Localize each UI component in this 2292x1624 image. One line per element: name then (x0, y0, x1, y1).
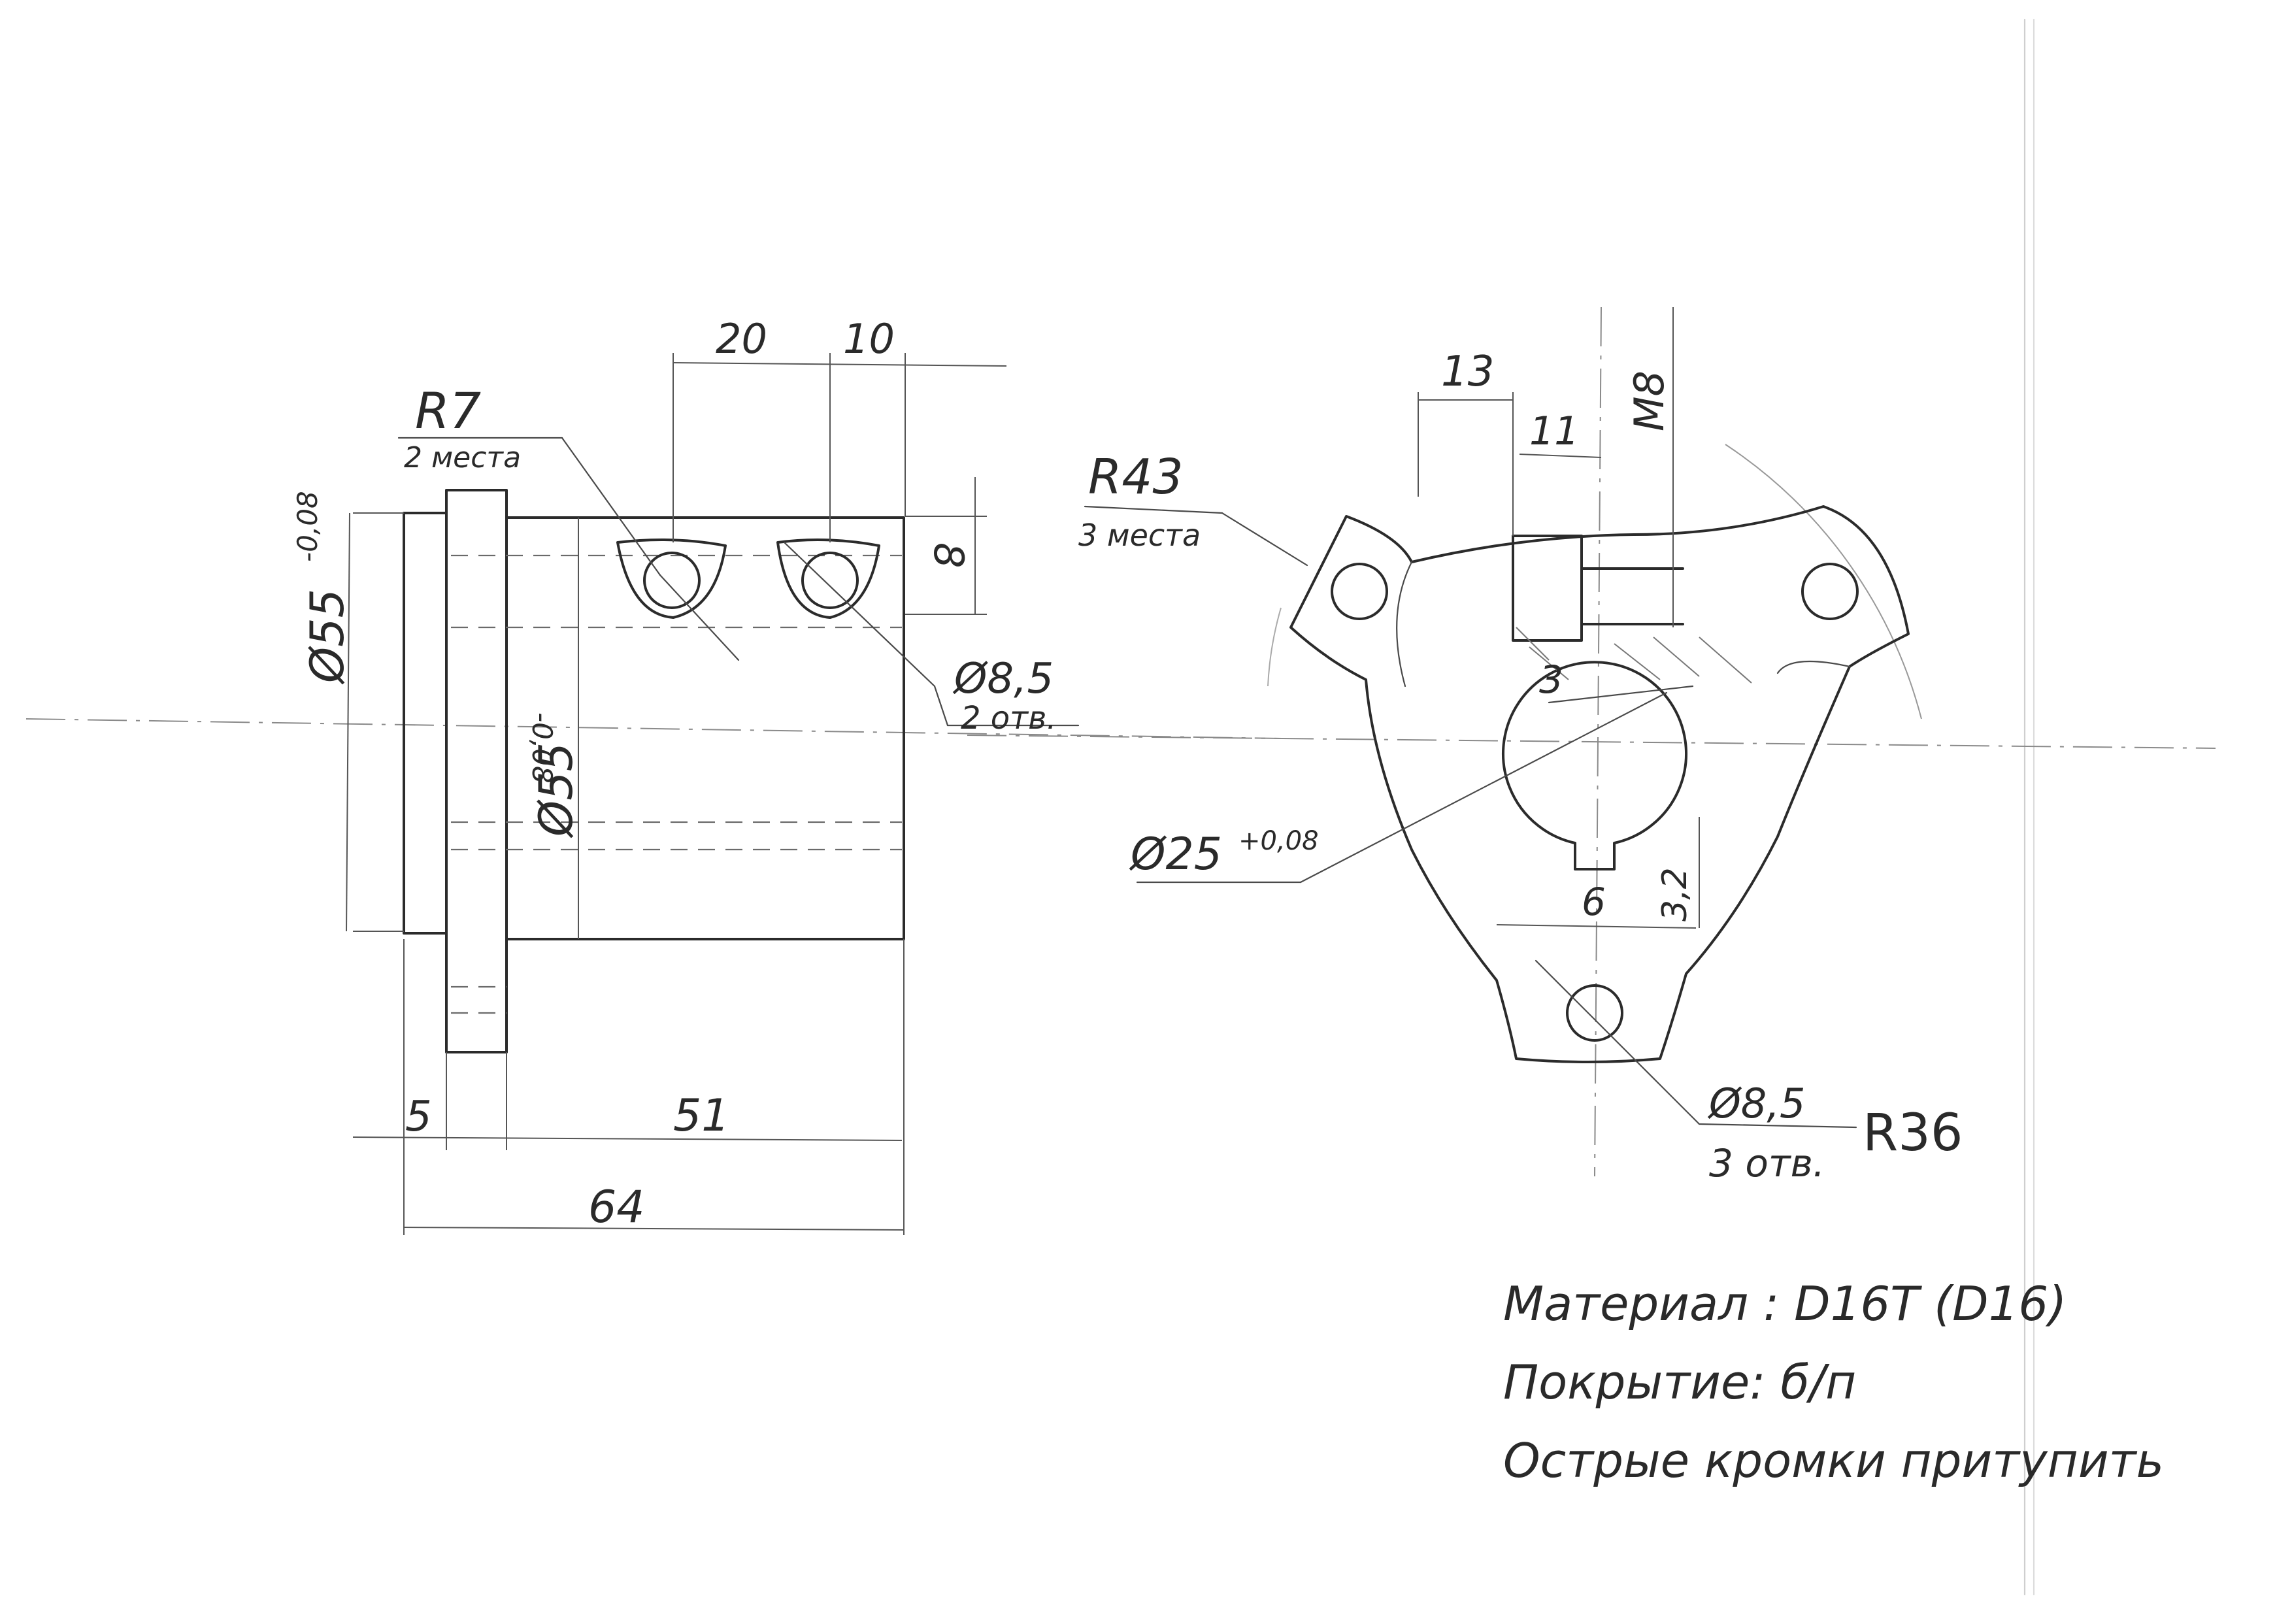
end-view-v-centerline (1594, 307, 1602, 1177)
dim-64: 64 (588, 1182, 645, 1233)
note-coating: Покрытие: б/п (1503, 1355, 1856, 1410)
key-height: 3,2 (1655, 867, 1695, 921)
hatch (1529, 646, 1569, 680)
hole-count: 2 отв. (961, 700, 1057, 737)
slot-pocket-1 (616, 539, 727, 619)
lobe-hole-1 (1331, 563, 1388, 620)
bore (1502, 661, 1687, 870)
hole-diameter: Ø8,5 (952, 655, 1054, 703)
notes-block: Материал : D16T (D16) Покрытие: б/п Остр… (1503, 1276, 2164, 1488)
end-view: 13 11 M8 R43 3 места 3 Ø25 +0,08 6 3,2 Ø… (967, 307, 2216, 1185)
hatch (1699, 637, 1752, 684)
hatch (1653, 637, 1700, 677)
hatch (1516, 627, 1550, 661)
outer-radius: R36 (1863, 1104, 1963, 1163)
dim-51: 51 (673, 1090, 730, 1142)
leader-bore-2 (1299, 691, 1668, 884)
radius-r43: R43 (1088, 449, 1184, 505)
leader-hole (783, 541, 936, 688)
dim-line-outer (346, 512, 350, 932)
leader-r43-2 (1221, 512, 1308, 567)
side-view: 20 10 8 R7 2 места Ø8,5 2 отв. Ø55 -0,08… (25, 315, 1282, 1235)
end-hole-count: 3 отв. (1709, 1141, 1825, 1185)
flange-outline (445, 489, 508, 1053)
lobe-hole-3 (1566, 984, 1623, 1042)
end-view-h-centerline (967, 735, 2216, 749)
end-hole-diameter: Ø8,5 (1707, 1080, 1805, 1127)
hole-1 (643, 552, 701, 609)
dim-5: 5 (405, 1093, 432, 1141)
keyway-depth: 3 (1539, 657, 1563, 702)
dim-line-64 (403, 1227, 905, 1231)
outer-diameter: Ø55 (301, 589, 354, 685)
thread-m8: M8 (1625, 371, 1673, 431)
leader-hole-2 (933, 685, 949, 727)
dim-11: 11 (1529, 408, 1579, 454)
body-outline (505, 516, 905, 940)
lobe-hole-2 (1801, 563, 1859, 620)
end-view-outline (1289, 505, 1910, 1063)
hatch (1614, 643, 1661, 680)
leader-r43 (1084, 505, 1223, 514)
thread-section (1512, 535, 1583, 642)
hole-2 (801, 552, 859, 609)
lobe-arc (1396, 561, 1413, 688)
dim-line-51 (352, 1136, 903, 1141)
leader-r7-2 (561, 437, 661, 576)
bore-tolerance: +0,08 (1238, 826, 1319, 856)
dim-13: 13 (1441, 348, 1494, 396)
lobe-arc (1776, 660, 1851, 674)
side-view-centerline (25, 718, 1282, 739)
outer-tolerance: -0,08 (291, 491, 324, 562)
radius-r43-note: 3 места (1078, 518, 1201, 553)
inner-tolerance: -0,08 (526, 712, 558, 784)
dim-20: 20 (716, 315, 767, 363)
dim-8: 8 (925, 542, 972, 568)
hole-1-axis (659, 574, 740, 661)
dim-line-top (673, 362, 1007, 367)
dim-line-11 (1519, 454, 1602, 458)
note-material: Материал : D16T (D16) (1503, 1276, 2067, 1331)
key-width: 6 (1582, 880, 1606, 924)
radius-r7: R7 (415, 382, 481, 440)
slot-pocket-2 (776, 539, 880, 619)
bore-diameter: Ø25 (1129, 829, 1222, 880)
leader-hole-2 (1698, 1123, 1857, 1129)
leader-3 (1548, 685, 1694, 704)
phantom-arc (1725, 444, 1922, 720)
radius-r7-note: 2 места (404, 441, 521, 474)
phantom-arc-2 (1267, 607, 1282, 687)
leader-hole (1535, 959, 1701, 1125)
inner-diameter: Ø55 (529, 742, 583, 838)
dim-10: 10 (843, 315, 895, 363)
note-edges: Острые кромки притупить (1503, 1433, 2164, 1488)
collar-outline (403, 512, 448, 935)
dim-line-6 (1496, 924, 1697, 929)
